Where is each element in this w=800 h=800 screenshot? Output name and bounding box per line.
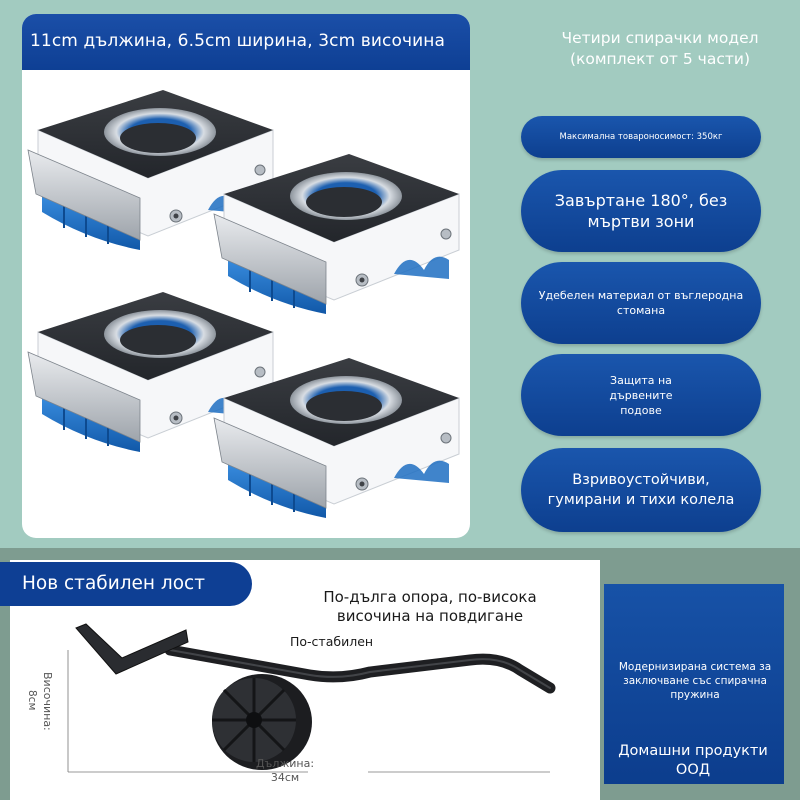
lever-heading: По-дълга опора, по-висока височина на по… <box>323 588 537 625</box>
height-label: Височина: <box>41 672 54 731</box>
length-value: 34см <box>270 771 300 784</box>
feature-label: Удебелен материал от въглеродна стомана <box>538 289 744 317</box>
feature-pill-rotation: Завъртане 180°, без мъртви зони <box>521 170 761 252</box>
feature-label: Завъртане 180°, без мъртви зони <box>554 191 728 231</box>
lever-stable-label: По-стабилен <box>290 634 374 649</box>
length-label: Дължина: 34см <box>250 757 320 785</box>
lever-image <box>67 623 556 773</box>
feature-pill-load: Максимална товароносимост: 350кг <box>521 116 761 158</box>
product-card: 11cm дължина, 6.5cm ширина, 3cm височина <box>22 14 470 538</box>
height-value: 8см <box>26 690 38 711</box>
lever-handle <box>164 644 556 694</box>
feature-pill-floor: Защита на дървените подове <box>521 354 761 436</box>
length-label-text: Дължина: <box>255 757 315 770</box>
lever-foot-plate <box>75 623 189 675</box>
furniture-sliders-image <box>27 89 460 519</box>
feature-pill-material: Удебелен материал от въглеродна стомана <box>521 262 761 344</box>
feature-label: Взривоустойчиви, гумирани и тихи колела <box>547 472 735 508</box>
side-panel <box>604 584 784 784</box>
features-title: Четири спирачки модел (комплект от 5 час… <box>561 29 759 68</box>
dimensions-banner: 11cm дължина, 6.5cm ширина, 3cm височина <box>22 14 470 70</box>
feature-label: Защита на дървените подове <box>609 373 673 417</box>
feature-pill-wheels: Взривоустойчиви, гумирани и тихи колела <box>521 448 761 532</box>
company-name: Домашни продукти ООД <box>618 743 768 778</box>
lever-banner: Нов стабилен лост <box>0 562 252 606</box>
feature-label: Максимална товароносимост: 350кг <box>559 131 723 142</box>
system-text: Модернизирана система за заключване със … <box>618 661 772 701</box>
